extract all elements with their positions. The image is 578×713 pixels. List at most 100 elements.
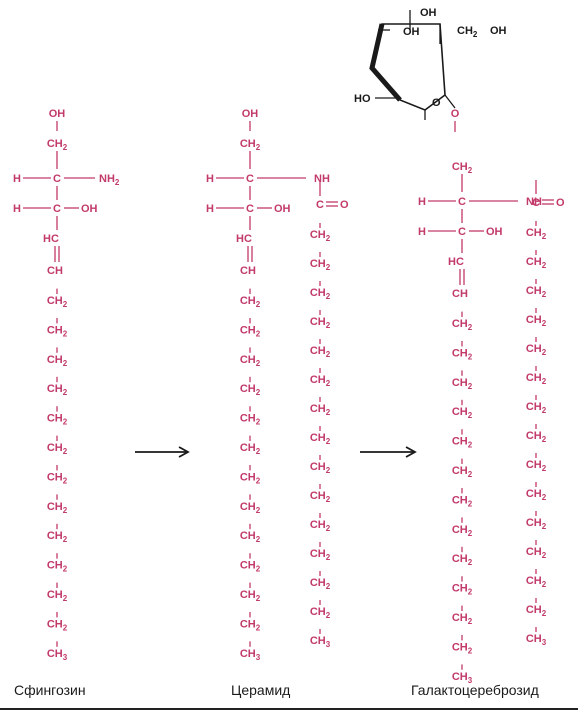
- sugar-ch2oh-tail-label: OH: [490, 25, 507, 37]
- hydrogen-label: H: [418, 226, 426, 238]
- ch3-label: CH3: [310, 635, 331, 649]
- chain-ch2-label: CH2: [452, 436, 473, 450]
- hydroxyl-label: OH: [486, 226, 503, 238]
- caption-sphingosine: Сфингозин: [14, 682, 86, 698]
- acyl-ch2-label: CH2: [526, 459, 547, 473]
- ch-label: CH: [47, 265, 63, 277]
- acyl-ch2-label: CH2: [526, 343, 547, 357]
- carbon-label: C: [458, 196, 466, 208]
- chain-ch2-label: CH2: [240, 589, 261, 603]
- amide-nh-label: NH: [314, 173, 330, 185]
- hydroxyl-label: OH: [81, 203, 98, 215]
- chain-ch2-label: CH2: [452, 465, 473, 479]
- acyl-ch2-label: CH2: [310, 490, 331, 504]
- right-arrow-icon: [135, 446, 190, 458]
- ch3-label: CH3: [526, 633, 547, 647]
- hydrogen-label: H: [13, 203, 21, 215]
- chain-ch2-label: CH2: [452, 494, 473, 508]
- ring-oxygen-label: O: [432, 97, 441, 109]
- sugar-hydroxyl-label: OH: [420, 7, 437, 19]
- chain-ch2-label: CH2: [452, 377, 473, 391]
- chain-ch2-label: CH2: [452, 641, 473, 655]
- chain-ch2-label: CH2: [240, 324, 261, 338]
- chain-ch2-label: CH2: [240, 501, 261, 515]
- hc-label: HC: [236, 233, 252, 245]
- amino-label: NH2: [99, 173, 120, 187]
- chain-ch2-label: CH2: [47, 413, 68, 427]
- ch2-label: CH2: [240, 138, 261, 152]
- acyl-ch2-label: CH2: [310, 345, 331, 359]
- chain-ch2-label: CH2: [47, 530, 68, 544]
- chain-ch2-label: CH2: [240, 618, 261, 632]
- carbonyl-c-label: C: [532, 197, 540, 209]
- ch2-label: CH2: [47, 138, 68, 152]
- chain-ch2-label: CH2: [240, 442, 261, 456]
- chain-ch2-label: CH2: [240, 530, 261, 544]
- acyl-ch2-label: CH2: [526, 372, 547, 386]
- acyl-ch2-label: CH2: [310, 548, 331, 562]
- carbon-label: C: [53, 203, 61, 215]
- acyl-ch2-label: CH2: [526, 546, 547, 560]
- hc-label: HC: [43, 233, 59, 245]
- hydrogen-label: H: [206, 173, 214, 185]
- acyl-ch2-label: CH2: [526, 314, 547, 328]
- acyl-ch2-label: CH2: [310, 258, 331, 272]
- caption-galactocerebroside: Галактоцереброзид: [411, 682, 539, 698]
- hc-label: HC: [448, 256, 464, 268]
- chain-ch2-label: CH2: [47, 589, 68, 603]
- sugar-hydroxyl-label: HO: [354, 93, 371, 105]
- chain-ch2-label: CH2: [240, 354, 261, 368]
- bond-line: [444, 94, 456, 109]
- acyl-ch2-label: CH2: [310, 461, 331, 475]
- chain-ch2-label: CH2: [240, 295, 261, 309]
- carbon-label: C: [458, 226, 466, 238]
- hydrogen-label: H: [13, 173, 21, 185]
- ch3-label: CH3: [452, 671, 473, 685]
- acyl-ch2-label: CH2: [526, 227, 547, 241]
- acyl-ch2-label: CH2: [526, 517, 547, 531]
- acyl-ch2-label: CH2: [526, 488, 547, 502]
- acyl-ch2-label: CH2: [310, 606, 331, 620]
- hydrogen-label: H: [418, 196, 426, 208]
- chain-ch2-label: CH2: [452, 406, 473, 420]
- acyl-ch2-label: CH2: [310, 287, 331, 301]
- oxygen-label: O: [556, 197, 565, 209]
- chain-ch2-label: CH2: [452, 347, 473, 361]
- chain-ch2-label: CH2: [47, 295, 68, 309]
- chain-ch2-label: CH2: [452, 583, 473, 597]
- chain-ch2-label: CH2: [47, 442, 68, 456]
- chain-ch2-label: CH2: [452, 318, 473, 332]
- chain-ch2-label: CH2: [47, 471, 68, 485]
- carbon-label: C: [246, 173, 254, 185]
- chain-ch2-label: CH2: [452, 524, 473, 538]
- caption-ceramide: Церамид: [231, 682, 291, 698]
- ch2-label: CH2: [452, 161, 473, 175]
- acyl-ch2-label: CH2: [526, 285, 547, 299]
- hydrogen-label: H: [206, 203, 214, 215]
- acyl-ch2-label: CH2: [310, 519, 331, 533]
- chain-ch2-label: CH2: [452, 612, 473, 626]
- glycosidic-oxygen-label: O: [451, 108, 460, 120]
- hydroxyl-label: OH: [242, 108, 259, 120]
- ch-label: CH: [452, 288, 468, 300]
- ch3-label: CH3: [240, 648, 261, 662]
- ch-label: CH: [240, 265, 256, 277]
- ch3-label: CH3: [47, 648, 68, 662]
- sugar-ch2oh-label: CH2: [457, 25, 478, 39]
- chain-ch2-label: CH2: [47, 383, 68, 397]
- right-arrow-icon: [360, 446, 417, 458]
- acyl-ch2-label: CH2: [526, 430, 547, 444]
- acyl-ch2-label: CH2: [310, 374, 331, 388]
- acyl-ch2-label: CH2: [526, 256, 547, 270]
- chain-ch2-label: CH2: [240, 471, 261, 485]
- carbonyl-c-label: C: [316, 199, 324, 211]
- hydroxyl-label: OH: [274, 203, 291, 215]
- chain-ch2-label: CH2: [240, 383, 261, 397]
- acyl-ch2-label: CH2: [310, 577, 331, 591]
- amide-nh-label: NH: [526, 196, 542, 208]
- acyl-ch2-label: CH2: [526, 604, 547, 618]
- bottom-rule: [0, 708, 578, 710]
- acyl-ch2-label: CH2: [310, 403, 331, 417]
- chain-ch2-label: CH2: [240, 560, 261, 574]
